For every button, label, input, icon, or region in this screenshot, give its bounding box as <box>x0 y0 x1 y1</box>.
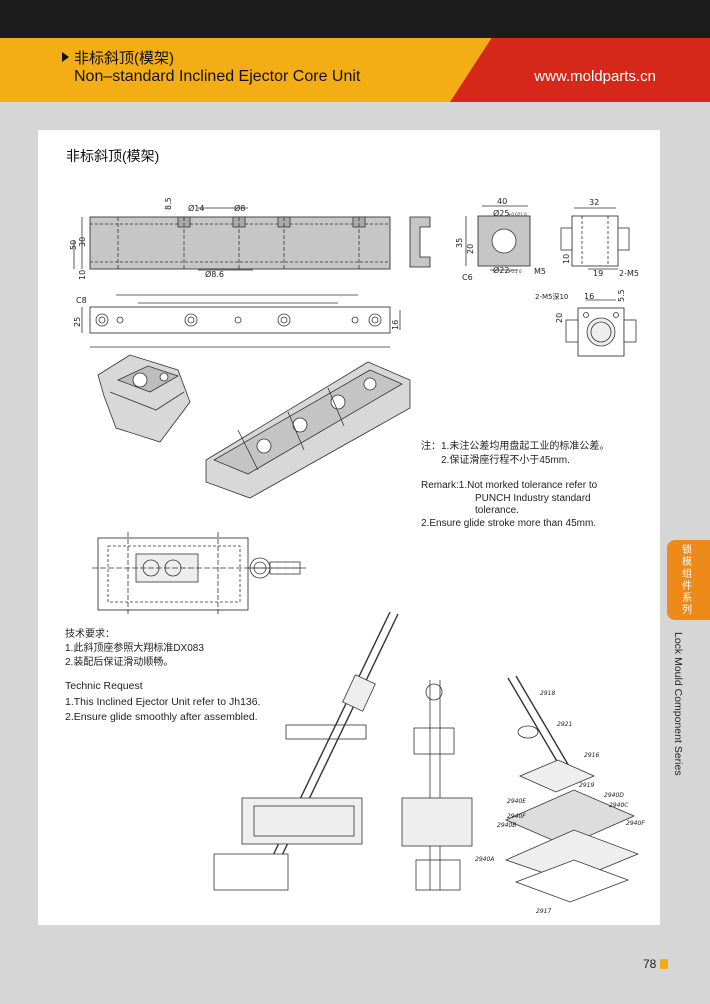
tech-cn-title: 技术要求： <box>65 629 115 640</box>
dim-19: 19 <box>593 269 603 278</box>
header-title-en: Non–standard Inclined Ejector Core Unit <box>74 68 361 85</box>
header-banner: 非标斜顶(模架) Non–standard Inclined Ejector C… <box>0 38 710 102</box>
side-tab-cn: 锁模组件系列 <box>682 545 692 616</box>
dim-20: 20 <box>466 244 475 254</box>
tech-en-line2: 2.Ensure glide smoothly after assembled. <box>65 711 258 723</box>
dim-10: 10 <box>78 270 87 280</box>
callout-2940a: 2940A <box>475 856 494 863</box>
bullet-triangle-icon <box>62 52 69 62</box>
callout-2919: 2919 <box>579 782 594 789</box>
assembly-vertical-view <box>401 680 473 891</box>
page-number: 78 <box>643 957 657 971</box>
dim-c8: C8 <box>76 296 87 305</box>
isometric-long-part <box>205 361 411 499</box>
dim-2-m5: 2-M5 <box>619 269 639 278</box>
remark-line4: 2.Ensure glide stroke more than 45mm. <box>421 517 597 529</box>
panel-title: 非标斜顶(模架) <box>66 148 160 164</box>
tech-en-line1: 1.This Inclined Ejector Unit refer to Jh… <box>65 695 261 708</box>
isometric-small-part <box>97 354 191 443</box>
dim-32: 32 <box>589 198 599 207</box>
tech-cn-line2: 2.装配后保证滑动顺畅。 <box>65 657 174 668</box>
dim-30: 30 <box>78 237 87 247</box>
end-view-drawing <box>465 205 531 271</box>
dim-35: 35 <box>455 238 464 248</box>
dim-5-5: 5.5 <box>617 289 626 302</box>
bottom-view-drawing <box>565 299 637 357</box>
callout-2917: 2917 <box>536 908 551 915</box>
dim-tol-01: +0.1 0 <box>508 269 522 274</box>
callout-2916: 2916 <box>584 752 599 759</box>
callout-2940f-left: 2940F <box>507 813 526 820</box>
side-tab-en-label: Lock Mould Component Series <box>672 632 684 776</box>
dim-m5-end: M5 <box>534 267 546 276</box>
dim-c6: C6 <box>462 273 473 282</box>
notes-cn-line2: 2.保证滑座行程不小于45mm. <box>441 455 570 466</box>
dim-dia14: Ø14 <box>188 203 204 213</box>
page-number-marker <box>660 959 668 969</box>
website-link[interactable]: www.moldparts.cn <box>534 68 656 85</box>
tech-en-title: Technic Request <box>65 680 143 692</box>
side-category-en: Lock Mould Component Series <box>670 632 690 792</box>
dim-side-10: 10 <box>562 254 571 264</box>
dim-dia22: Ø22 <box>493 265 509 275</box>
assembly-diagonal-view <box>213 611 399 891</box>
top-bar <box>0 0 710 38</box>
front-view-drawing <box>73 207 431 271</box>
notes-cn-label: 注： <box>421 441 441 452</box>
side-category-tab[interactable]: 锁模组件系列 <box>667 540 710 620</box>
assembly-exploded-view <box>504 675 640 903</box>
remark-line1: Remark:1.Not morked tolerance refer to <box>421 480 598 491</box>
dim-dia8-6: Ø8.6 <box>205 269 224 279</box>
technical-drawings: 8.5 Ø14 Ø8 50 30 10 Ø8.6 40 Ø25 +0.021 0… <box>69 197 645 915</box>
callout-2921: 2921 <box>557 721 572 728</box>
callout-2940b: 2940B <box>497 822 516 829</box>
tech-cn-line1: 1.此斜顶座参照大翔标准DX083 <box>65 643 204 654</box>
plan-view-drawing <box>81 294 401 348</box>
dim-8-5: 8.5 <box>164 197 173 210</box>
callout-2940e: 2940E <box>507 798 526 805</box>
notes-cn: 注：1.未注公差均用盘起工业的标准公差。 2.保证滑座行程不小于45mm. <box>421 440 609 468</box>
dim-50: 50 <box>69 240 78 250</box>
callout-2940d: 2940D <box>604 792 624 799</box>
callout-2918: 2918 <box>540 690 555 697</box>
tech-requirements-cn: 技术要求： 1.此斜顶座参照大翔标准DX083 2.装配后保证滑动顺畅。 <box>65 628 204 670</box>
dim-40: 40 <box>497 197 507 206</box>
remark-line3: tolerance. <box>475 505 519 516</box>
remark-line2: PUNCH Industry standard <box>475 492 591 504</box>
dim-2-m5-depth10: 2-M5深10 <box>535 292 568 301</box>
side-view-drawing <box>560 207 630 270</box>
dim-bottom-16: 16 <box>584 292 594 301</box>
content-panel: 非标斜顶(模架) 8.5 Ø14 Ø8 50 30 10 <box>38 130 660 925</box>
dim-25: 25 <box>73 317 82 327</box>
header-red-stripe <box>450 38 710 102</box>
callout-2940c: 2940C <box>609 802 629 809</box>
dim-plan-16: 16 <box>391 320 400 330</box>
assembly-top-view <box>92 532 306 616</box>
dim-tol-h7: +0.021 0 <box>508 212 527 217</box>
header-title-cn: 非标斜顶(模架) <box>74 50 174 67</box>
callout-2940f-right: 2940F <box>626 820 645 827</box>
dim-dia25: Ø25 <box>493 208 509 218</box>
tech-requirements-en: Technic Request 1.This Inclined Ejector … <box>65 679 261 726</box>
dim-bottom-20: 20 <box>555 313 564 323</box>
remark-en: Remark:1.Not morked tolerance refer to P… <box>421 480 597 530</box>
notes-cn-line1: 1.未注公差均用盘起工业的标准公差。 <box>441 441 610 452</box>
dim-dia8: Ø8 <box>234 203 245 213</box>
